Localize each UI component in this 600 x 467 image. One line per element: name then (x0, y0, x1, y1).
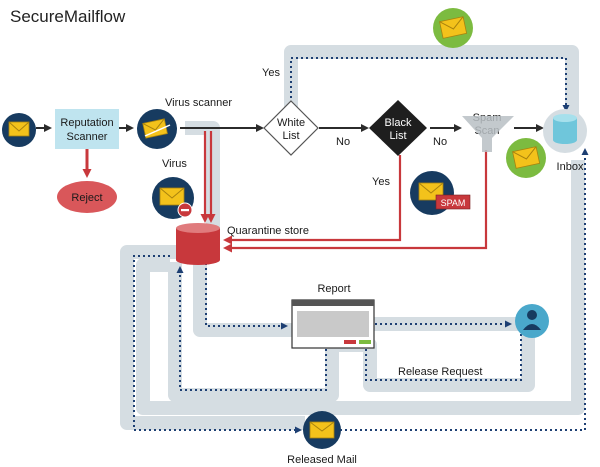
diagram-title: SecureMailflow (10, 7, 126, 26)
user-icon (523, 310, 541, 330)
envelope-icon (309, 421, 335, 439)
track-whitelist-yes (284, 45, 579, 118)
track-main-loop (193, 262, 292, 337)
track-outer-left (136, 160, 585, 415)
green-mail-top (433, 8, 473, 48)
user-node (515, 304, 549, 338)
virus-node: Virus (152, 158, 194, 219)
report-node: Report (291, 283, 375, 349)
black-list-label-1: Black (385, 117, 412, 129)
envelope-icon (439, 16, 468, 39)
report-label: Report (317, 283, 350, 295)
reputation-scanner-box: Reputation Scanner (55, 109, 119, 149)
envelope-icon (142, 118, 171, 139)
report-window-icon (291, 299, 375, 349)
release-request-label: Release Request (398, 366, 482, 378)
released-mail-node: Released Mail (287, 411, 357, 466)
no-entry-icon (177, 202, 193, 218)
dotted-whitelist-yes (290, 57, 570, 112)
quarantine-store-node: Quarantine store (176, 223, 309, 265)
virus-scanner-node: Virus scanner (137, 97, 232, 149)
white-list-yes-label: Yes (262, 67, 280, 79)
inbox-label: Inbox (557, 161, 584, 173)
database-icon (176, 223, 220, 265)
reject-node: Reject (57, 181, 117, 213)
spam-scan-node: Spam Scan (462, 112, 514, 152)
dotted-released-to-inbox (340, 148, 589, 431)
white-list-label-1: White (277, 117, 305, 129)
virus-label: Virus (162, 158, 187, 170)
released-mail-label: Released Mail (287, 454, 357, 466)
incoming-mail-node (2, 113, 36, 147)
virus-scanner-label: Virus scanner (165, 97, 232, 109)
black-list-no-label: No (433, 136, 447, 148)
quarantine-flows (200, 131, 488, 253)
dotted-request-to-quarantine (176, 266, 327, 391)
reputation-scanner-label-2: Scanner (67, 131, 108, 143)
envelope-icon (8, 121, 30, 137)
reject-label: Reject (71, 192, 102, 204)
white-list-label-2: List (282, 130, 299, 142)
white-list-no-label: No (336, 136, 350, 148)
green-mail-inbox (506, 138, 546, 178)
dotted-user-request (365, 334, 522, 381)
black-list-yes-label: Yes (372, 176, 390, 188)
envelope-icon (512, 146, 541, 169)
reputation-scanner-label-1: Reputation (60, 117, 113, 129)
white-list-node: White List (263, 100, 319, 156)
spam-badge-label: SPAM (441, 198, 466, 208)
track-outer-loop (120, 245, 305, 430)
envelope-icon (159, 187, 185, 206)
black-list-node: Black List (369, 100, 427, 156)
dotted-routes (133, 57, 589, 434)
red-flow-spam (223, 150, 488, 253)
inbox-node: Inbox (543, 109, 587, 173)
spam-node: SPAM (410, 171, 471, 215)
database-icon (553, 114, 577, 144)
red-flow-blacklist (223, 155, 402, 245)
dotted-quarantine-to-report (205, 263, 288, 330)
black-list-label-2: List (389, 130, 406, 142)
quarantine-store-label: Quarantine store (227, 225, 309, 237)
funnel-icon (462, 116, 514, 152)
